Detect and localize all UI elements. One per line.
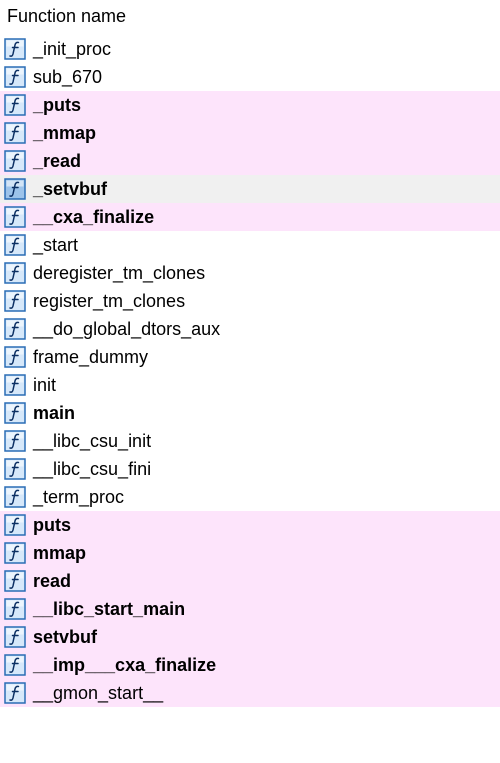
function-row[interactable]: frame_dummy	[0, 343, 500, 371]
function-row[interactable]: puts	[0, 511, 500, 539]
function-name-label: _setvbuf	[33, 179, 108, 199]
function-row[interactable]: _init_proc	[0, 35, 500, 63]
function-name-label: sub_670	[33, 67, 103, 87]
function-icon	[4, 374, 26, 396]
function-name-label: init	[33, 375, 57, 395]
function-icon	[4, 38, 26, 60]
function-name-label: read	[33, 571, 72, 591]
function-row[interactable]: __do_global_dtors_aux	[0, 315, 500, 343]
function-icon	[4, 346, 26, 368]
function-row[interactable]: _setvbuf	[0, 175, 500, 203]
function-icon	[4, 150, 26, 172]
function-name-label: _read	[33, 151, 82, 171]
function-icon	[4, 514, 26, 536]
function-name-label: _mmap	[33, 123, 97, 143]
function-name-label: __libc_start_main	[33, 599, 186, 619]
function-row[interactable]: _mmap	[0, 119, 500, 147]
function-name-label: _init_proc	[33, 39, 112, 59]
function-name-label: puts	[33, 515, 71, 535]
function-name-label: mmap	[33, 543, 87, 563]
function-row[interactable]: __libc_csu_fini	[0, 455, 500, 483]
function-list: _init_proc sub_670 _puts _mmap _read _setvbuf…	[0, 35, 500, 707]
function-icon	[4, 318, 26, 340]
function-icon	[4, 66, 26, 88]
function-icon	[4, 402, 26, 424]
function-row[interactable]: __libc_csu_init	[0, 427, 500, 455]
function-row[interactable]: _read	[0, 147, 500, 175]
function-row[interactable]: mmap	[0, 539, 500, 567]
function-icon	[4, 94, 26, 116]
function-row[interactable]: _puts	[0, 91, 500, 119]
function-icon	[4, 122, 26, 144]
function-row[interactable]: sub_670	[0, 63, 500, 91]
function-row[interactable]: _term_proc	[0, 483, 500, 511]
function-name-label: __libc_csu_init	[33, 431, 152, 451]
function-icon	[4, 458, 26, 480]
function-icon	[4, 178, 26, 200]
function-name-label: setvbuf	[33, 627, 98, 647]
function-name-label: __imp___cxa_finalize	[33, 655, 217, 675]
function-icon	[4, 234, 26, 256]
function-name-label: frame_dummy	[33, 347, 149, 367]
function-name-label: __gmon_start__	[33, 683, 164, 703]
function-name-label: deregister_tm_clones	[33, 263, 206, 283]
function-icon	[4, 682, 26, 704]
function-row[interactable]: setvbuf	[0, 623, 500, 651]
function-name-label: _puts	[33, 95, 82, 115]
function-icon	[4, 626, 26, 648]
function-name-label: _term_proc	[33, 487, 125, 507]
function-row[interactable]: _start	[0, 231, 500, 259]
function-row[interactable]: __gmon_start__	[0, 679, 500, 707]
function-row[interactable]: __libc_start_main	[0, 595, 500, 623]
function-name-label: __do_global_dtors_aux	[33, 319, 221, 339]
function-row[interactable]: read	[0, 567, 500, 595]
function-row[interactable]: deregister_tm_clones	[0, 259, 500, 287]
function-row[interactable]: __imp___cxa_finalize	[0, 651, 500, 679]
function-name-label: __libc_csu_fini	[33, 459, 152, 479]
function-row[interactable]: main	[0, 399, 500, 427]
function-name-label: __cxa_finalize	[33, 207, 155, 227]
function-name-label: register_tm_clones	[33, 291, 186, 311]
function-icon	[4, 654, 26, 676]
function-icon	[4, 598, 26, 620]
function-row[interactable]: register_tm_clones	[0, 287, 500, 315]
column-header-function-name[interactable]: Function name	[7, 6, 127, 26]
function-icon	[4, 290, 26, 312]
function-row[interactable]: __cxa_finalize	[0, 203, 500, 231]
function-name-label: main	[33, 403, 76, 423]
function-icon	[4, 486, 26, 508]
function-row[interactable]: init	[0, 371, 500, 399]
function-icon	[4, 570, 26, 592]
function-icon	[4, 542, 26, 564]
function-name-label: _start	[33, 235, 79, 255]
function-icon	[4, 206, 26, 228]
function-icon	[4, 262, 26, 284]
function-icon	[4, 430, 26, 452]
